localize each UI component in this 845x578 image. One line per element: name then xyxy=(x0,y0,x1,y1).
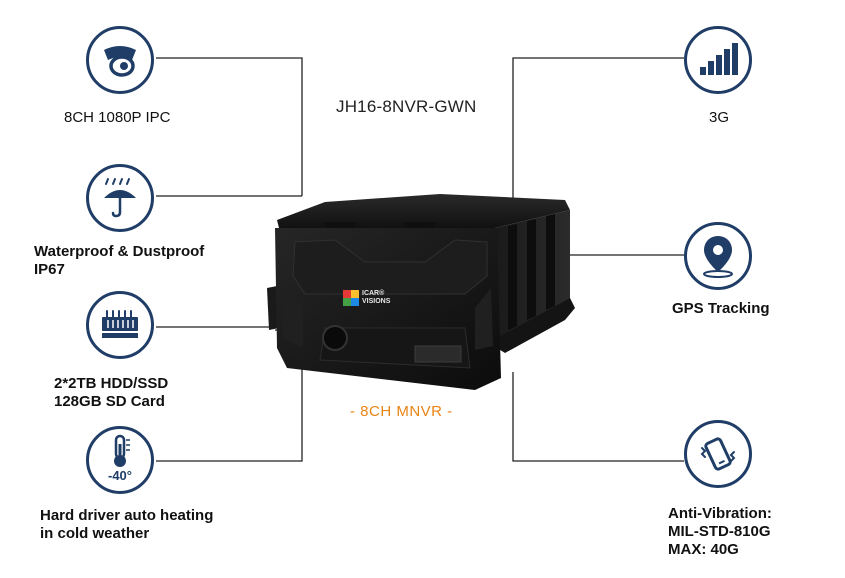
feature-heating-label: Hard driver auto heating in cold weather xyxy=(40,507,213,543)
feature-waterproof-line-2: IP67 xyxy=(34,261,65,278)
umbrella-rain-icon xyxy=(86,164,154,232)
brand-line-1: ICAR® xyxy=(362,290,385,297)
storage-drive-icon xyxy=(86,291,154,359)
feature-storage-line-2: 128GB SD Card xyxy=(54,393,165,410)
feature-ipc-label: 8CH 1080P IPC xyxy=(64,109,170,127)
brand-shield-icon xyxy=(343,290,359,306)
feature-vibration-line-1: Anti-Vibration: xyxy=(668,505,772,522)
thermometer-icon: -40° xyxy=(86,426,154,494)
feature-ipc-line-1: 8CH 1080P IPC xyxy=(64,109,171,126)
signal-bars-icon xyxy=(684,26,752,94)
feature-heating-line-2: in cold weather xyxy=(40,525,150,542)
feature-vibration-line-2: MIL-STD-810G xyxy=(668,523,771,540)
feature-3g-line-1: 3G xyxy=(709,109,730,126)
brand-logo: ICAR® VISIONS xyxy=(343,290,390,306)
brand-line-2: VISIONS xyxy=(362,298,391,305)
feature-waterproof-line-1: Waterproof & Dustproof xyxy=(34,243,205,260)
camera-icon xyxy=(86,26,154,94)
feature-gps-label: GPS Tracking xyxy=(672,300,770,318)
product-subtitle: - 8CH MNVR - xyxy=(350,403,453,420)
feature-gps-line-1: GPS Tracking xyxy=(672,300,770,317)
feature-vibration-label: Anti-Vibration: MIL-STD-810G MAX: 40G xyxy=(668,505,772,559)
feature-storage-line-1: 2*2TB HDD/SSD xyxy=(54,375,169,392)
feature-waterproof-label: Waterproof & Dustproof IP67 xyxy=(34,243,204,279)
feature-vibration-line-3: MAX: 40G xyxy=(668,541,739,558)
location-pin-icon xyxy=(684,222,752,290)
feature-3g-label: 3G xyxy=(709,109,729,127)
model-name: JH16-8NVR-GWN xyxy=(336,97,477,116)
thermometer-temp-text: -40° xyxy=(108,468,132,483)
feature-storage-label: 2*2TB HDD/SSD 128GB SD Card xyxy=(54,375,168,411)
vibrating-phone-icon xyxy=(684,420,752,488)
mnvr-device-image xyxy=(267,194,575,390)
feature-heating-line-1: Hard driver auto heating xyxy=(40,507,214,524)
